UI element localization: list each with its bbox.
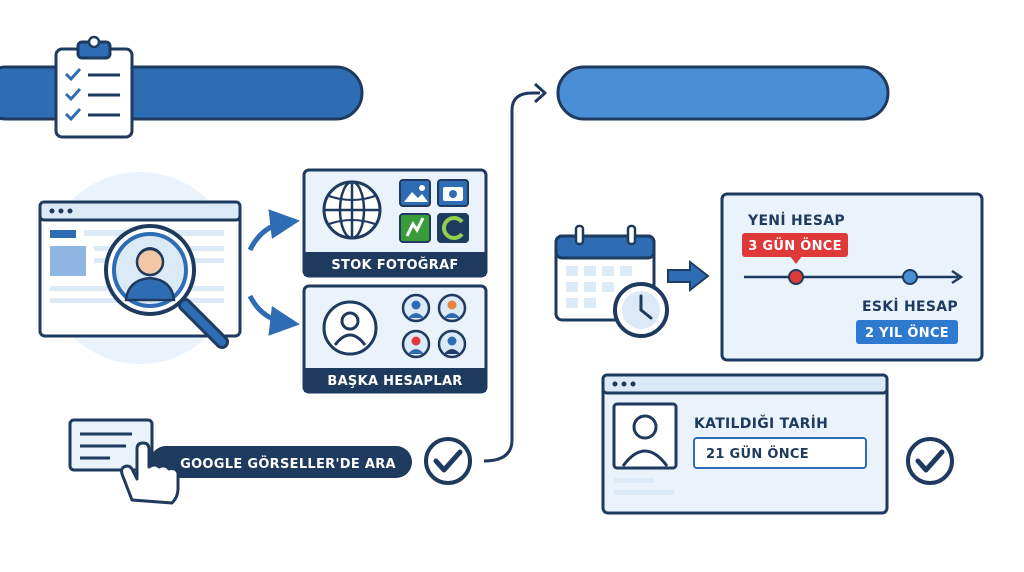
arrow-to-accounts — [247, 294, 300, 336]
stock-logo-dark-icon — [437, 213, 469, 243]
check-circle-icon — [424, 437, 472, 485]
joined-date-field — [693, 437, 867, 469]
old-account-badge-text: 2 YIL ÖNCE — [865, 325, 949, 341]
profile-photo-icon — [612, 402, 678, 470]
browser-search-illustration — [38, 172, 242, 364]
stock-photo-card: STOK FOTOĞRAF — [302, 168, 488, 278]
google-images-search-label: GOOGLE GÖRSELLER'DE ARA — [180, 456, 396, 472]
arrow-to-timeline — [667, 259, 710, 293]
stock-photo-label: STOK FOTOĞRAF — [331, 257, 458, 273]
new-account-badge-text: 3 GÜN ÖNCE — [748, 238, 842, 254]
right-check-circle-icon — [906, 437, 954, 485]
arrow-to-stock — [247, 209, 300, 252]
magnifier-user-icon — [104, 224, 229, 349]
user-avatar-icon — [322, 300, 378, 356]
new-account-badge — [742, 233, 848, 257]
joined-date-label: KATILDIĞI TARİH — [694, 414, 828, 432]
connector-to-right — [483, 91, 540, 463]
connector-arrow-head — [533, 82, 547, 104]
image-icon — [399, 179, 431, 207]
calendar-clock-icon — [554, 224, 669, 338]
clipboard-icon — [54, 35, 134, 139]
click-card-icon — [68, 418, 154, 472]
old-account-title: ESKİ HESAP — [862, 298, 958, 315]
left-header — [0, 35, 364, 139]
camera-icon — [437, 179, 469, 207]
account-age-timeline-card: YENİ HESAP 3 GÜN ÖNCE ESKİ HESAP 2 YIL Ö… — [720, 192, 984, 362]
google-images-search-step: GOOGLE GÖRSELLER'DE ARA — [68, 418, 472, 505]
old-account-marker — [902, 269, 918, 285]
old-account-badge — [856, 320, 958, 344]
other-accounts-label: BAŞKA HESAPLAR — [327, 374, 462, 389]
stock-logo-green-icon — [399, 213, 431, 243]
profile-join-date-card: KATILDIĞI TARİH 21 GÜN ÖNCE — [601, 373, 889, 515]
right-title-bar — [556, 65, 890, 121]
hand-pointer-icon — [120, 441, 180, 505]
other-accounts-card: BAŞKA HESAPLAR — [302, 284, 488, 394]
account-avatar-grid — [401, 293, 467, 359]
left-title-bar — [0, 65, 364, 121]
joined-date-value: 21 GÜN ÖNCE — [706, 446, 809, 462]
new-account-marker — [788, 269, 804, 285]
globe-icon — [322, 180, 382, 240]
new-account-title: YENİ HESAP — [747, 212, 845, 229]
